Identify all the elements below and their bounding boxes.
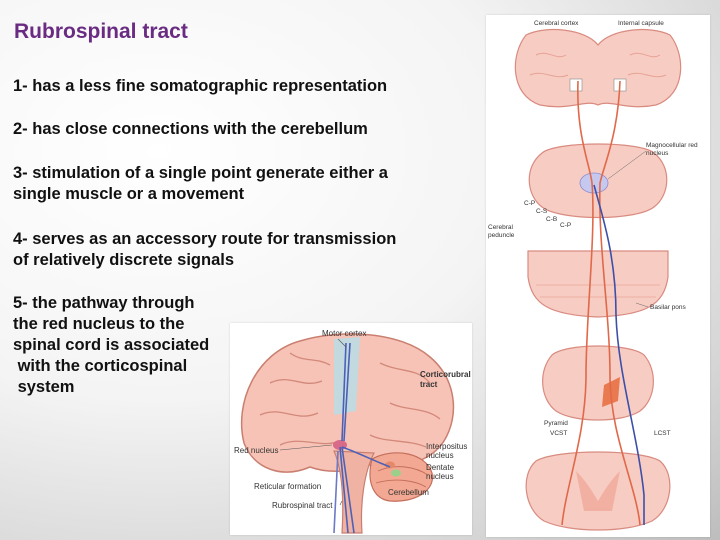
label-magnocellular: Magnocellular red <box>646 142 698 149</box>
label-vcst: VCST <box>550 430 567 437</box>
medulla-section <box>542 345 654 421</box>
label-rubrospinal-tract: Rubrospinal tract <box>272 501 333 510</box>
label-reticular-formation: Reticular formation <box>254 482 321 491</box>
pons-section <box>527 250 669 318</box>
magnocellular-red-nucleus-marker <box>579 172 609 194</box>
label-dentate: Dentate <box>426 463 455 472</box>
motor-cortex-strip <box>334 337 360 415</box>
dentate-marker <box>391 469 401 477</box>
label-cs: C-S <box>536 208 548 215</box>
label-dentate-nucleus: nucleus <box>426 472 454 481</box>
label-cerebellum: Cerebellum <box>388 488 429 497</box>
bullet-point-3: 3- stimulation of a single point generat… <box>13 164 388 203</box>
label-magnocellular-nucleus: nucleus <box>646 150 669 157</box>
label-lcst: LCST <box>654 430 671 437</box>
label-pyramid: Pyramid <box>544 420 568 427</box>
brain-illustration: Motor cortex Corticorubral tract Red nuc… <box>234 329 471 534</box>
label-cerebral-cortex: Cerebral cortex <box>534 20 579 27</box>
bullet-point-2: 2- has close connections with the cerebe… <box>13 120 368 138</box>
label-motor-cortex: Motor cortex <box>322 329 366 338</box>
label-interpositus-nucleus: nucleus <box>426 451 454 460</box>
label-red-nucleus: Red nucleus <box>234 446 278 455</box>
bullet-point-4: 4- serves as an accessory route for tran… <box>13 230 397 269</box>
label-cp-top: C-P <box>524 200 535 207</box>
label-internal-capsule: Internal capsule <box>618 20 664 27</box>
label-interpositus: Interpositus <box>426 442 467 451</box>
label-cp-bottom: C-P <box>560 222 571 229</box>
label-peduncle: peduncle <box>488 232 515 239</box>
brain-lateral-figure: Motor cortex Corticorubral tract Red nuc… <box>230 323 472 535</box>
label-cb: C-B <box>546 216 557 223</box>
spinal-cord-section <box>525 451 671 531</box>
bullet-point-5: 5- the pathway through the red nucleus t… <box>13 294 210 396</box>
slide-title: Rubrospinal tract <box>14 20 188 43</box>
brainstem-shape <box>333 450 375 534</box>
label-cerebral: Cerebral <box>488 224 513 231</box>
label-corticorubral: Corticorubral <box>420 370 471 379</box>
tract-cross-section-figure: Cerebral cortex Internal capsule Magnoce… <box>486 15 710 537</box>
bullet-point-1: 1- has a less fine somatographic represe… <box>13 77 388 95</box>
tract-illustration: Cerebral cortex Internal capsule Magnoce… <box>488 20 698 531</box>
cerebrum-section <box>514 28 682 108</box>
label-corticorubral-tract: tract <box>420 380 438 389</box>
label-basilar-pons: Basilar pons <box>650 304 687 311</box>
